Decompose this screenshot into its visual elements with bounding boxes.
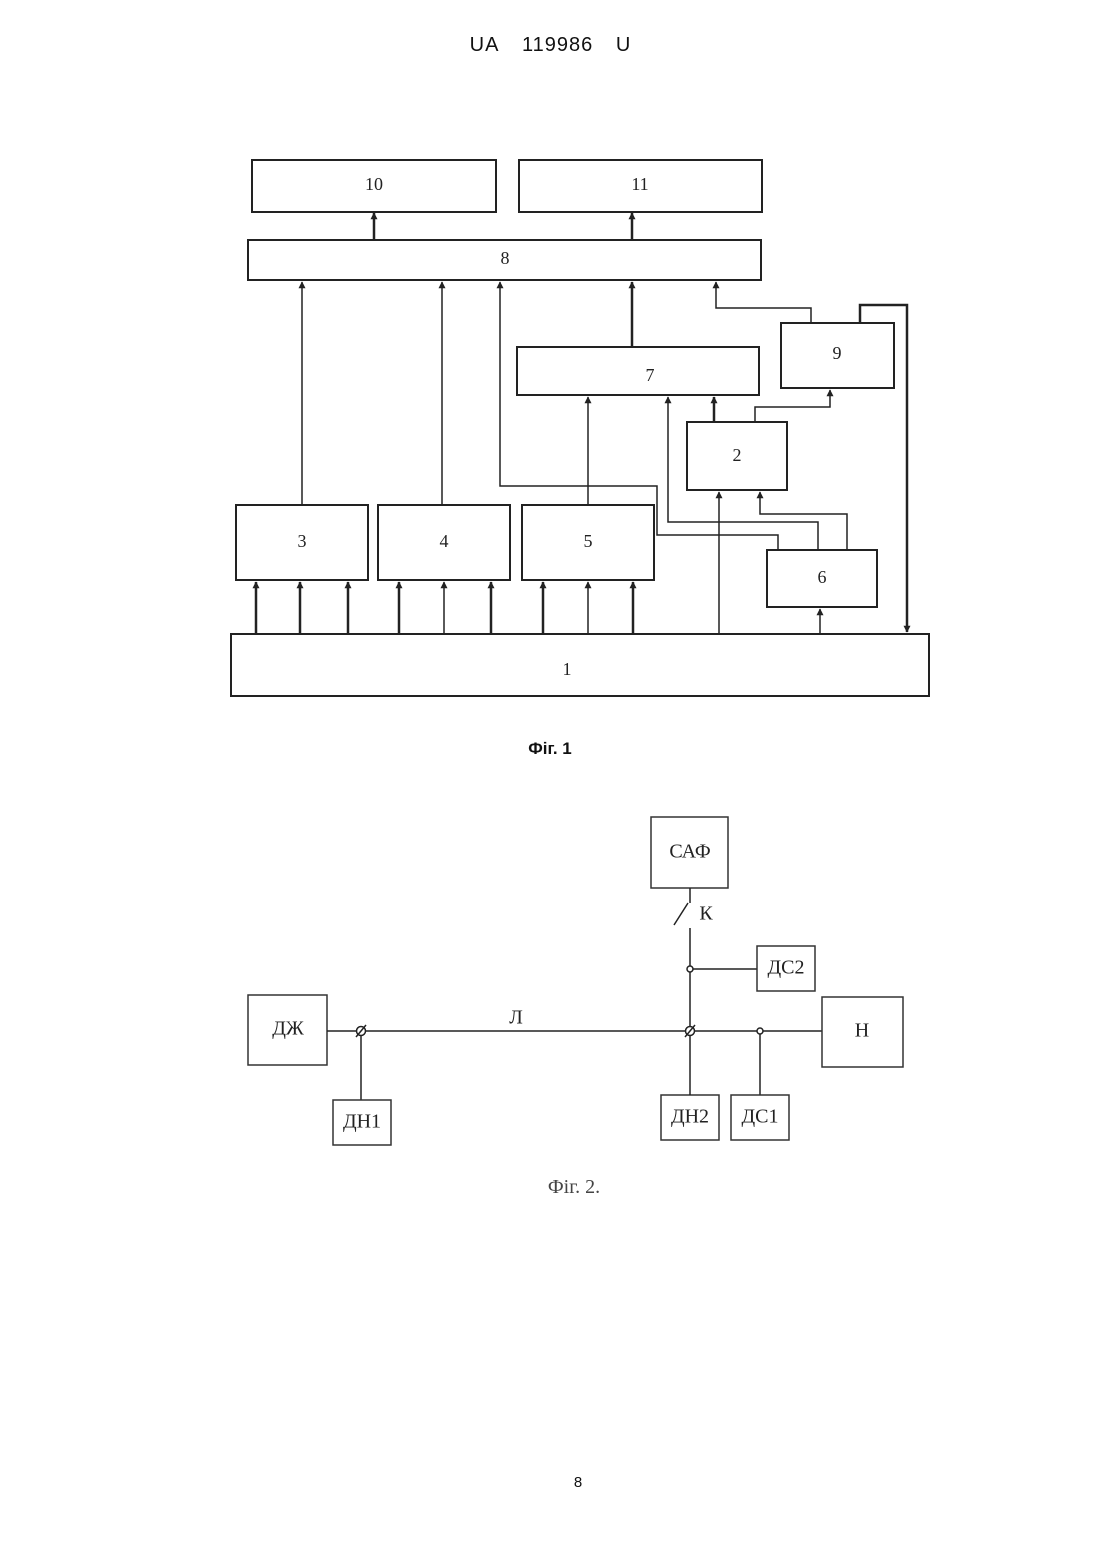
svg-text:4: 4 (440, 531, 449, 551)
fig2-caption: Фіг. 2. (548, 1176, 600, 1198)
block-1: 1 (231, 634, 929, 696)
fig1-caption: Фіг. 1 (528, 739, 572, 758)
svg-text:ДС2: ДС2 (768, 957, 805, 979)
fig2-diagram: САФ К ДС2 ДЖ Л (248, 817, 903, 1198)
connector-1-to-3-4-5 (256, 582, 633, 634)
svg-text:10: 10 (365, 174, 383, 194)
svg-text:5: 5 (584, 531, 593, 551)
svg-text:9: 9 (833, 343, 842, 363)
svg-text:Л: Л (509, 1007, 523, 1029)
block-4: 4 (378, 505, 510, 580)
block-ds2: ДС2 (687, 946, 815, 991)
svg-text:К: К (699, 903, 713, 925)
block-5: 5 (522, 505, 654, 580)
svg-text:САФ: САФ (669, 841, 710, 863)
svg-text:11: 11 (631, 174, 648, 194)
svg-text:ДС1: ДС1 (742, 1106, 779, 1128)
block-8: 8 (248, 240, 761, 280)
svg-text:Н: Н (855, 1020, 869, 1042)
svg-text:ДН2: ДН2 (671, 1106, 709, 1128)
connector-3-4-to-8 (302, 282, 442, 505)
svg-text:8: 8 (501, 248, 510, 268)
svg-text:2: 2 (733, 445, 742, 465)
connector-8-to-10-11 (374, 213, 632, 240)
block-dn1: ДН1 (333, 1025, 391, 1145)
block-9: 9 (781, 323, 894, 388)
svg-text:7: 7 (646, 365, 655, 385)
block-saf: САФ (651, 817, 728, 888)
svg-text:3: 3 (298, 531, 307, 551)
switch-k: К (674, 888, 713, 1072)
svg-text:ДН1: ДН1 (343, 1111, 381, 1133)
block-dzh: ДЖ (248, 995, 327, 1065)
connector-6-to-2 (760, 492, 847, 550)
block-2: 2 (687, 422, 787, 490)
block-ds1: ДС1 (731, 1028, 789, 1140)
block-6: 6 (767, 550, 877, 607)
svg-text:1: 1 (563, 659, 572, 679)
page-number: 8 (574, 1474, 582, 1491)
line-l: Л (327, 1007, 822, 1031)
connector-9-to-8 (716, 282, 811, 323)
svg-text:6: 6 (818, 567, 827, 587)
block-n: Н (822, 997, 903, 1067)
fig1-diagram: 10 11 8 7 9 2 3 4 (231, 160, 929, 758)
block-7: 7 (517, 347, 759, 395)
block-10: 10 (252, 160, 496, 212)
block-3: 3 (236, 505, 368, 580)
svg-text:ДЖ: ДЖ (272, 1018, 304, 1040)
block-11: 11 (519, 160, 762, 212)
